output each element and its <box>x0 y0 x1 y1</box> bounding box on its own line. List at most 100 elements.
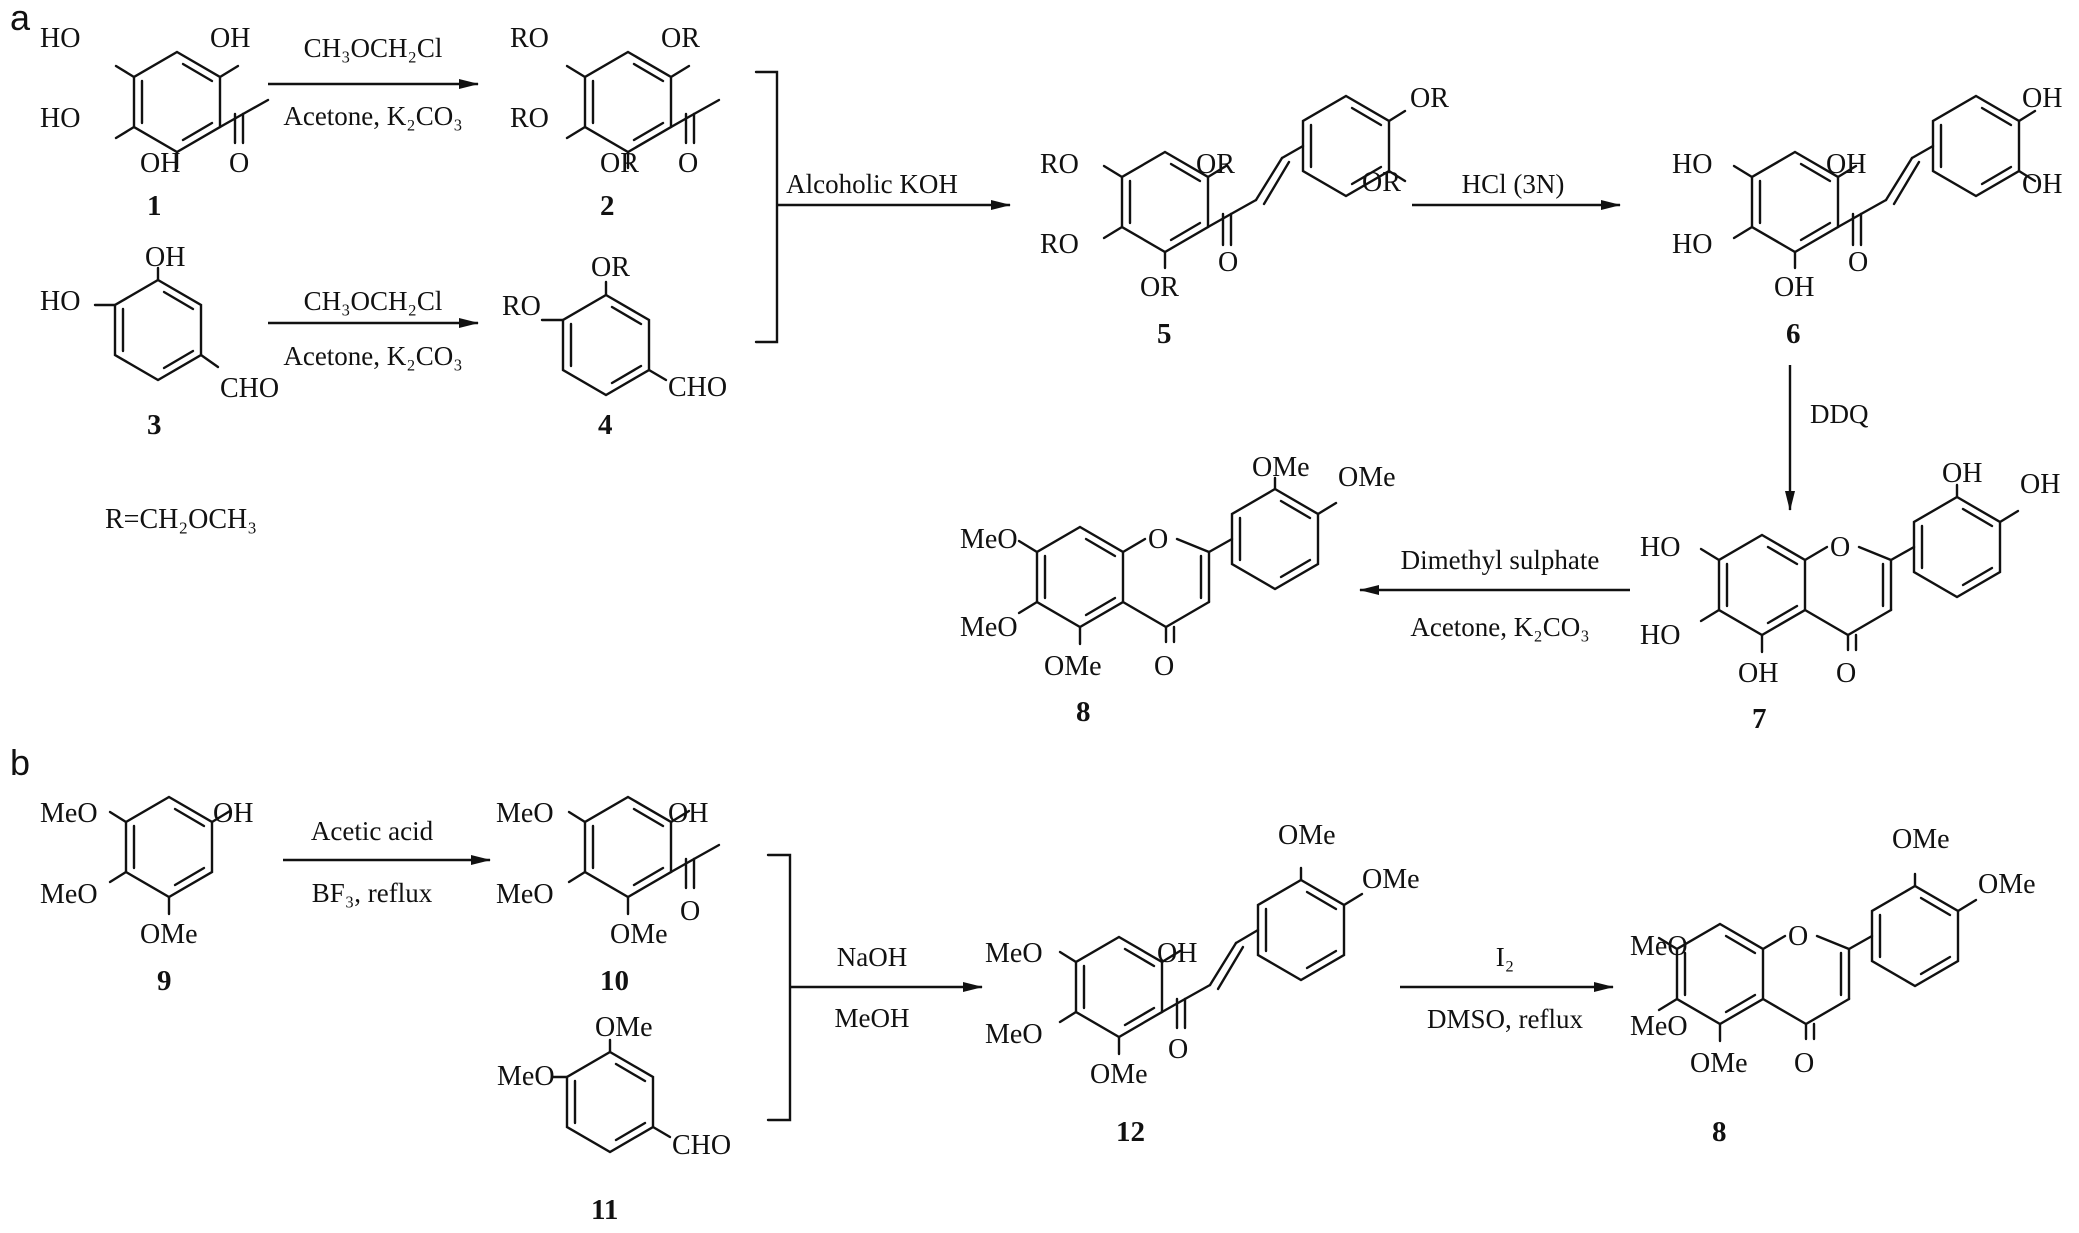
atom-label: HO <box>1640 532 1680 563</box>
atom-label: MeO <box>40 879 98 910</box>
atom-label: OMe <box>1278 820 1336 851</box>
reaction-conditions: DDQ <box>1810 399 1869 429</box>
atom-label: MeO <box>496 879 554 910</box>
atom-label: OR <box>1196 149 1235 180</box>
atom-label: OH <box>2020 469 2060 500</box>
compound-number: 8 <box>1076 696 1091 728</box>
atom-label: MeO <box>960 612 1018 643</box>
reaction-conditions: Acetone, K₂CO₃ <box>283 341 462 371</box>
atom-label: O <box>1154 651 1174 682</box>
benzene-ring <box>561 293 651 397</box>
atom-label: MeO <box>985 1019 1043 1050</box>
compound-10: MeO OH MeO OMe O 10 <box>496 795 721 997</box>
atom-label: O <box>1794 1048 1814 1079</box>
reaction-conditions: HCl (3N) <box>1462 169 1565 199</box>
compound-number: 2 <box>600 190 615 222</box>
compound-3: OH HO CHO 3 <box>40 242 279 441</box>
atom-label: OH <box>1774 272 1814 303</box>
reaction-conditions: Dimethyl sulphate <box>1401 545 1600 575</box>
atom-label: OMe <box>1252 452 1310 483</box>
atom-label: OH <box>1826 149 1866 180</box>
atom-label: MeO <box>1630 1011 1688 1042</box>
atom-label: OH <box>668 798 708 829</box>
reaction-conditions: Acetone, K₂CO₃ <box>283 101 462 131</box>
reaction-conditions: MeOH <box>835 1003 910 1033</box>
compound-6: HO OH HO OH O OH OH 6 <box>1672 83 2062 350</box>
compound-number: 11 <box>591 1194 618 1226</box>
reaction-conditions: DMSO, reflux <box>1427 1004 1583 1034</box>
reaction-conditions: Acetone, K₂CO₃ <box>1410 612 1589 642</box>
benzene-ring <box>1931 94 2021 198</box>
atom-label: RO <box>502 291 541 322</box>
r-group-definition: R=CH₂OCH₃ <box>105 504 257 535</box>
benzene-ring <box>1256 878 1346 982</box>
benzene-ring <box>583 50 673 154</box>
atom-label: RO <box>510 23 549 54</box>
atom-label: OH <box>213 798 253 829</box>
atom-label: RO <box>1040 229 1079 260</box>
atom-label: CHO <box>220 373 279 404</box>
atom-label: O <box>680 896 700 927</box>
compound-11: OMe MeO CHO 11 <box>497 1012 731 1226</box>
atom-label: OH <box>1157 938 1197 969</box>
atom-label: O <box>1168 1034 1188 1065</box>
compound-9: MeO OH MeO OMe 9 <box>40 795 253 997</box>
benzene-ring <box>1230 487 1320 591</box>
compound-4: OR RO CHO 4 <box>502 252 727 441</box>
atom-label: OMe <box>140 919 198 950</box>
reactant-bracket <box>766 853 792 1122</box>
atom-label: OMe <box>610 919 668 950</box>
compound-5: RO OR RO OR O OR OR 5 <box>1040 83 1449 350</box>
atom-label: O <box>1836 658 1856 689</box>
compound-number: 1 <box>147 190 162 222</box>
atom-label: OH <box>2022 169 2062 200</box>
atom-label: OMe <box>1892 824 1950 855</box>
atom-label: OH <box>1738 658 1778 689</box>
atom-label: OMe <box>1690 1048 1748 1079</box>
atom-label: OH <box>140 148 180 179</box>
atom-label: OMe <box>1044 651 1102 682</box>
benzene-ring <box>1074 935 1164 1039</box>
atom-label: MeO <box>497 1061 555 1092</box>
reaction-conditions: NaOH <box>837 942 907 972</box>
atom-label: OMe <box>595 1012 653 1043</box>
atom-label: OMe <box>1090 1059 1148 1090</box>
reactant-bracket <box>754 70 779 344</box>
compound-12: MeO OH MeO OMe O OMe OMe 12 <box>985 820 1420 1148</box>
atom-label: HO <box>1672 149 1712 180</box>
atom-label: MeO <box>1630 931 1688 962</box>
atom-label: OR <box>1362 167 1401 198</box>
compound-7: HO HO OH O O OH OH 7 <box>1640 458 2060 735</box>
compound-number: 7 <box>1752 703 1767 735</box>
benzene-ring <box>583 795 673 899</box>
atom-label: OH <box>1942 458 1982 489</box>
atom-label: OMe <box>1978 869 2036 900</box>
benzene-ring <box>1870 884 1960 988</box>
atom-label: OH <box>145 242 185 273</box>
panel-label-b: b <box>10 742 30 783</box>
reaction-conditions: CH₃OCH₂Cl <box>304 286 443 316</box>
benzene-ring <box>1717 533 1807 637</box>
benzene-ring <box>124 795 214 899</box>
compound-number: 12 <box>1116 1116 1145 1148</box>
panel-label-a: a <box>10 0 31 38</box>
atom-label: HO <box>40 23 80 54</box>
compound-8: MeO MeO OMe O O OMe OMe 8 <box>1630 824 2036 1148</box>
atom-label: MeO <box>496 798 554 829</box>
atom-label: OR <box>600 148 639 179</box>
atom-label: OR <box>1410 83 1449 114</box>
atom-label: O <box>229 148 249 179</box>
atom-label: MeO <box>40 798 98 829</box>
compound-1: HO OH HO OH O 1 <box>40 23 270 222</box>
atom-label: RO <box>1040 149 1079 180</box>
compound-number: 3 <box>147 409 162 441</box>
atom-label: HO <box>40 286 80 317</box>
atom-label: O <box>678 148 698 179</box>
reaction-conditions: I₂ <box>1496 942 1514 972</box>
atom-label: CHO <box>668 372 727 403</box>
compound-number: 8 <box>1712 1116 1727 1148</box>
benzene-ring <box>132 50 222 154</box>
atom-label: HO <box>1640 620 1680 651</box>
reaction-conditions: BF₃, reflux <box>312 878 433 908</box>
reaction-conditions: CH₃OCH₂Cl <box>304 33 443 63</box>
